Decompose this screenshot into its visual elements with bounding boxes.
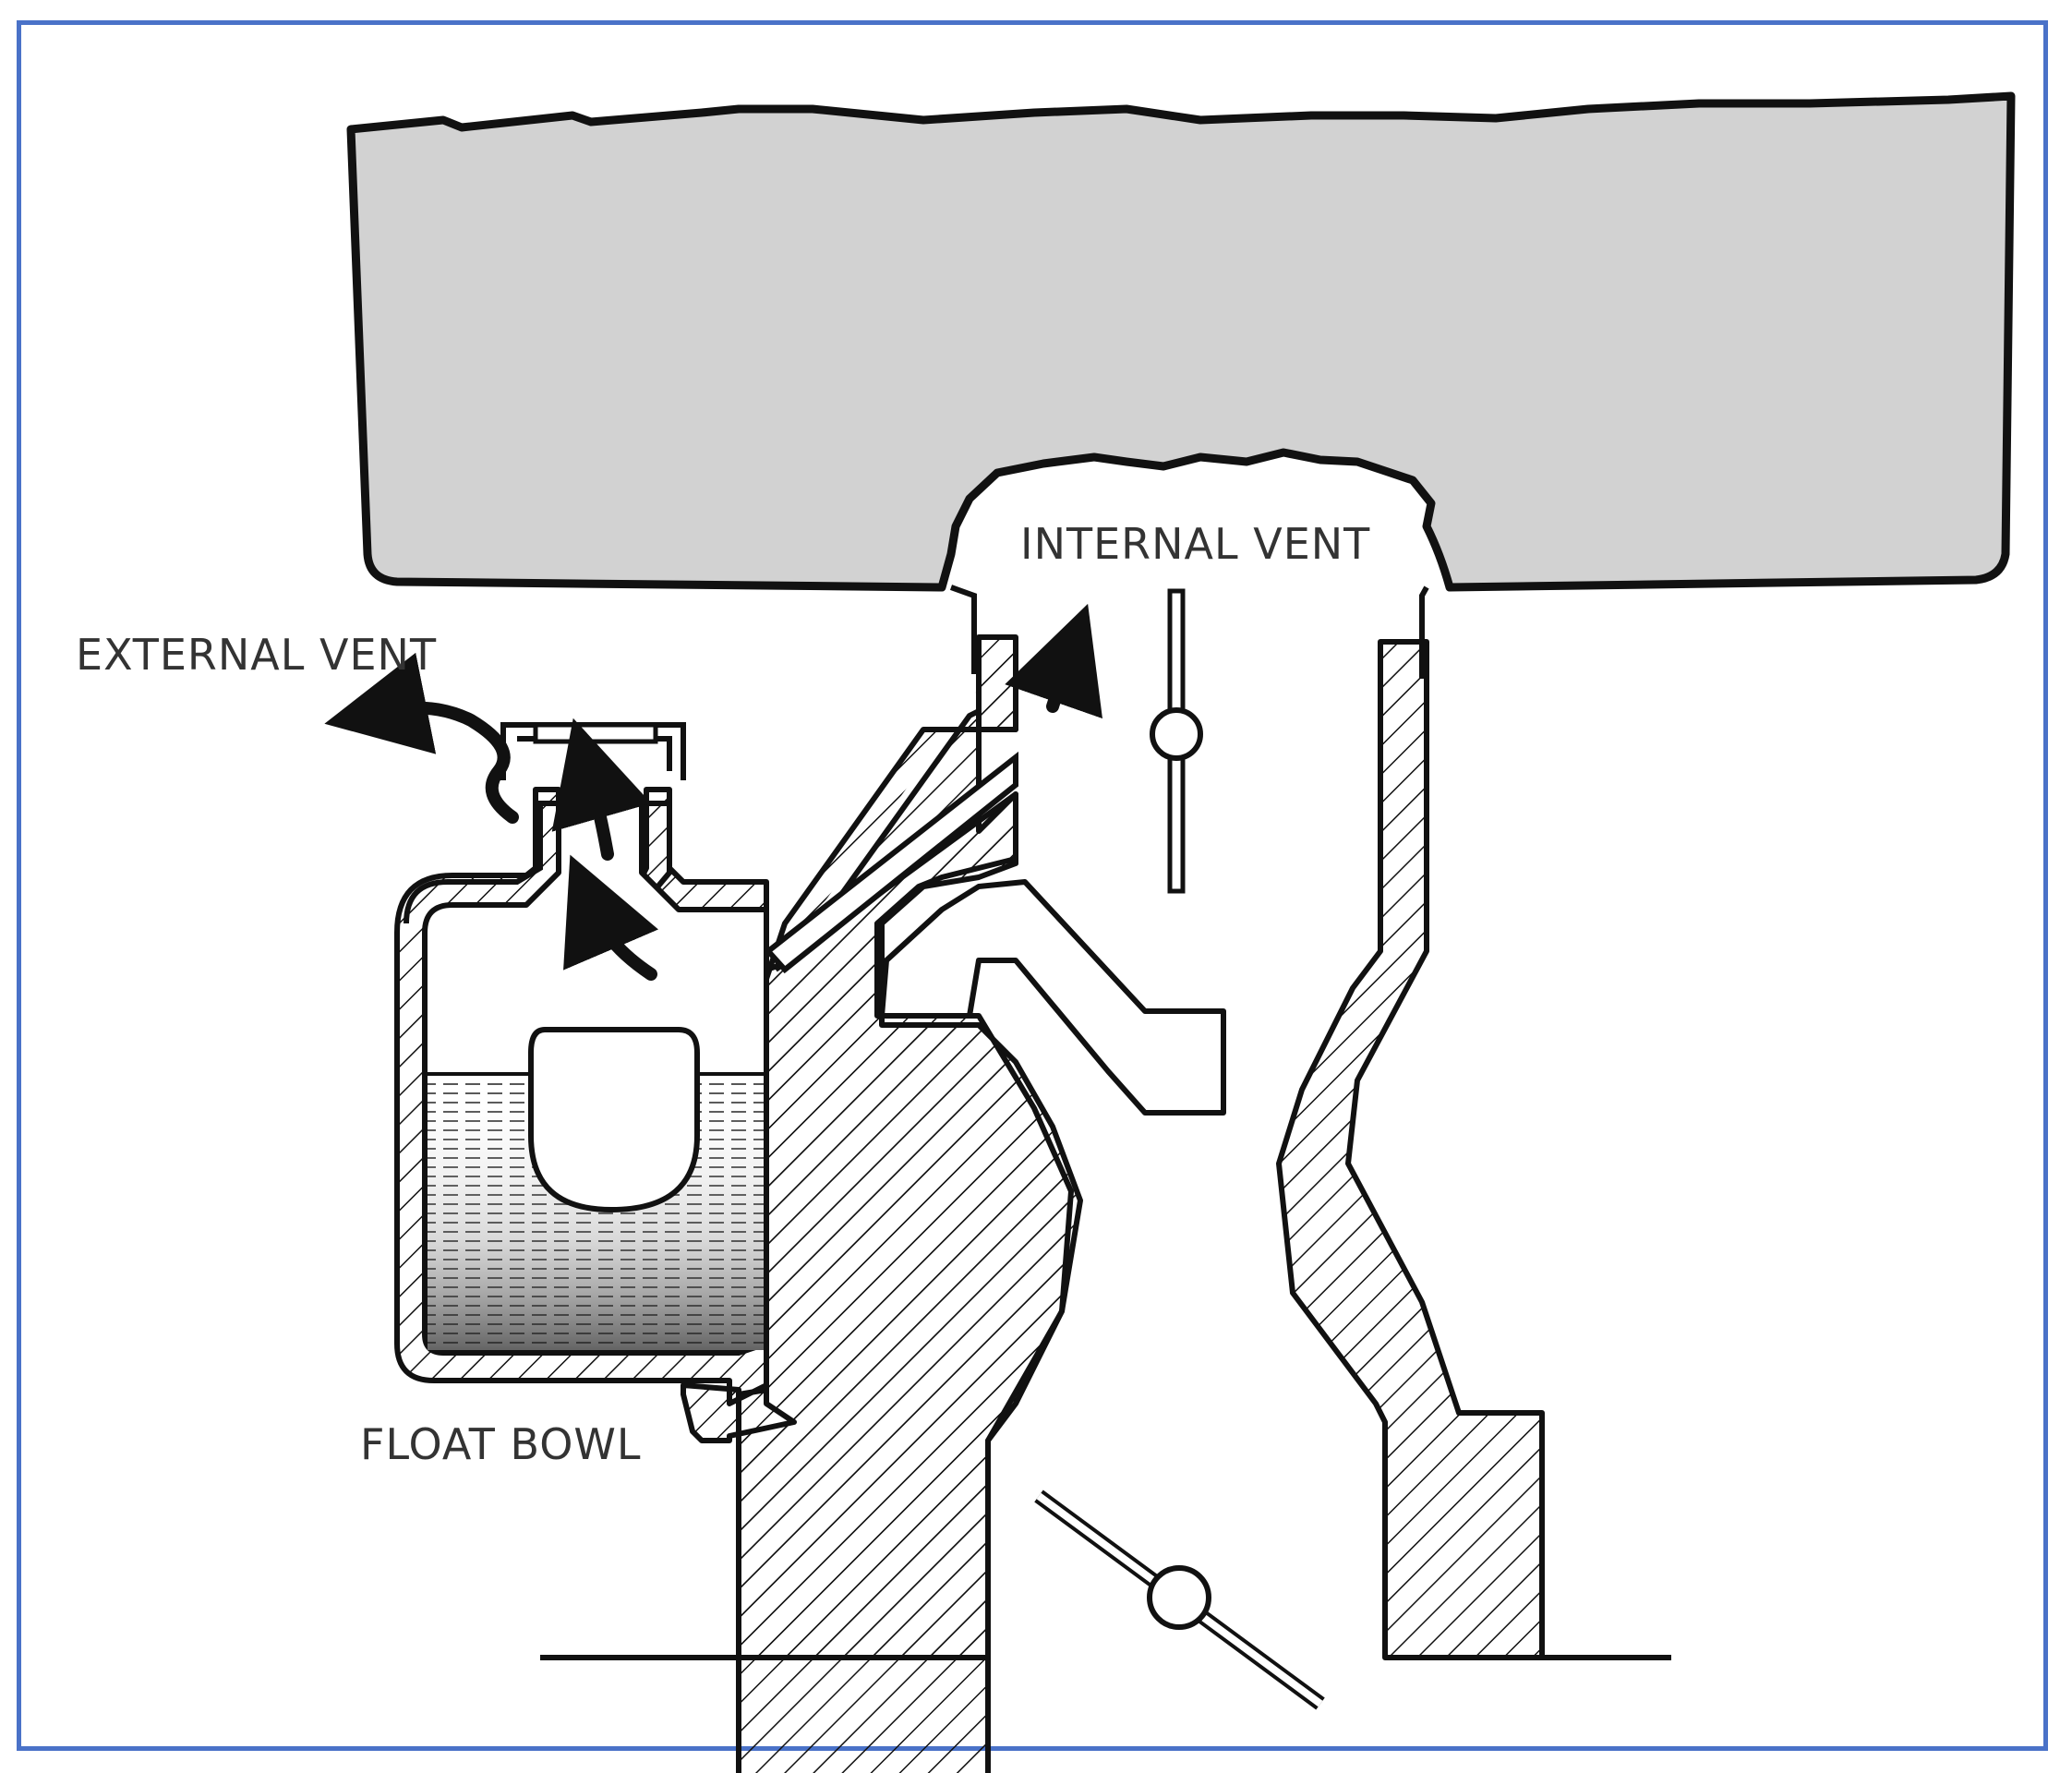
arrow-stack-up (551, 718, 652, 861)
float (528, 1027, 700, 1213)
arrow-external-vent (324, 652, 519, 824)
external-vent-label: EXTERNAL VENT (76, 630, 437, 680)
vent-stack (533, 722, 658, 744)
throttle-valve (1034, 1490, 1325, 1710)
float-bowl-label: FLOAT BOWL (360, 1419, 642, 1469)
throat-wall (949, 585, 1429, 679)
internal-vent-passage (764, 751, 1018, 974)
internal-vent-label: INTERNAL VENT (1020, 519, 1370, 569)
air-cleaner-housing (346, 91, 2016, 592)
arrow-internal-vent (1005, 603, 1102, 719)
main-nozzle (879, 879, 1226, 1116)
choke-valve (1150, 588, 1203, 894)
arrow-bowl-rising (563, 854, 659, 981)
throat-wall-right (1276, 639, 1545, 1660)
vapor-flow-arrows (324, 603, 1102, 981)
